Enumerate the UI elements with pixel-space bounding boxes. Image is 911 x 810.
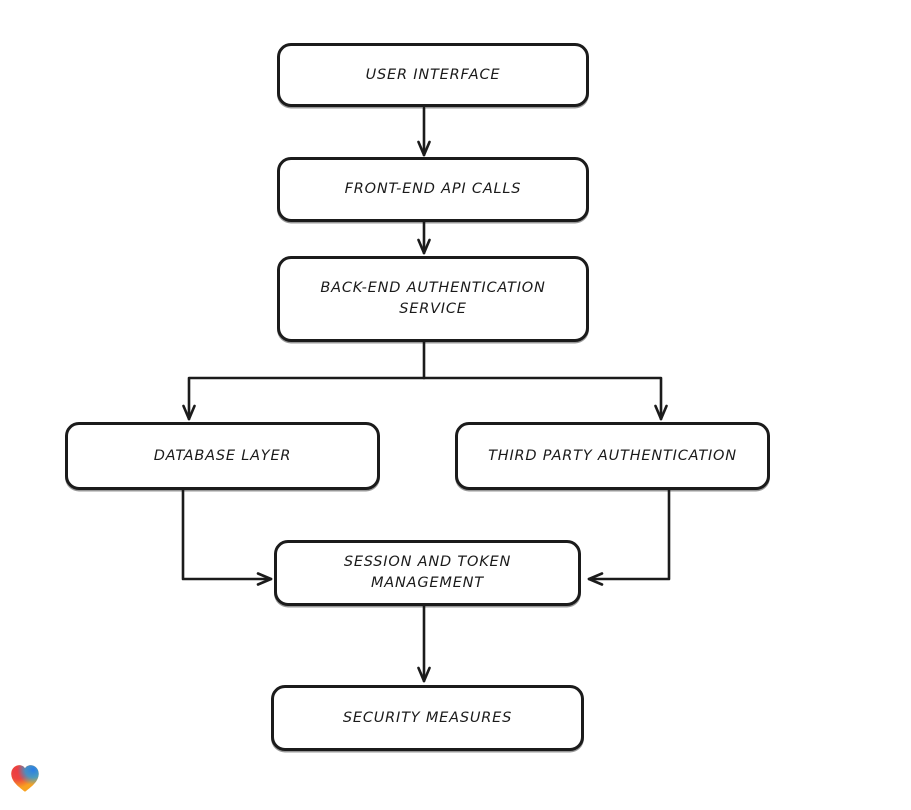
node-label: FRONT-END API CALLS [344, 181, 522, 197]
node-third-party-authentication: THIRD PARTY AUTHENTICATION [455, 422, 770, 490]
node-label: DATABASE LAYER [153, 447, 292, 464]
node-user-interface: USER INTERFACE [277, 43, 589, 107]
node-session-and-token-management: SESSION AND TOKEN MANAGEMENT [274, 540, 581, 606]
node-label: THIRD PARTY AUTHENTICATION [488, 447, 737, 464]
node-database-layer: DATABASE LAYER [65, 422, 380, 490]
node-label: SESSION AND TOKEN MANAGEMENT [343, 554, 512, 591]
node-front-end-api-calls: FRONT-END API CALLS [277, 157, 589, 222]
node-security-measures: SECURITY MEASURES [271, 685, 584, 751]
node-label: USER INTERFACE [365, 66, 501, 83]
node-back-end-authentication-service: BACK-END AUTHENTICATION SERVICE [277, 256, 589, 342]
node-label: BACK-END AUTHENTICATION SERVICE [320, 280, 546, 317]
heart-icon[interactable] [8, 762, 42, 795]
node-label: SECURITY MEASURES [342, 709, 513, 726]
